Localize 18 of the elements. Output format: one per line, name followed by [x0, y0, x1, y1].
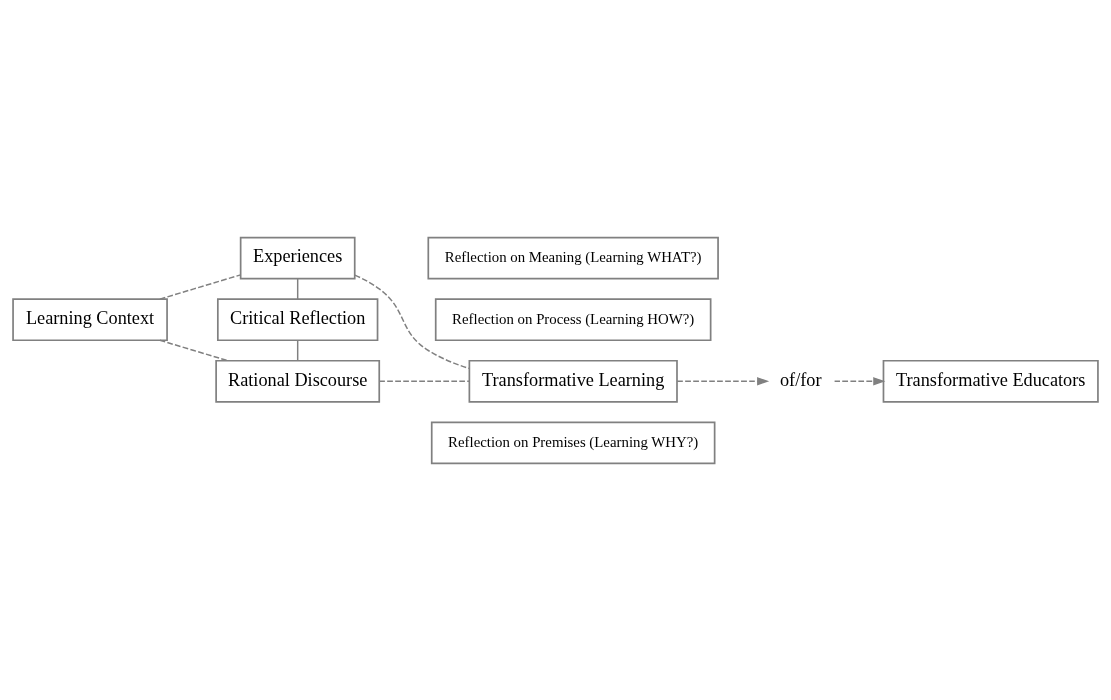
- connector: [296, 277, 299, 300]
- arrow: [676, 376, 770, 386]
- node-box: Reflection on Process (Learning HOW?): [434, 297, 712, 341]
- arrow: [833, 376, 886, 386]
- node-box: Critical Reflection: [216, 297, 379, 341]
- connector: [354, 273, 471, 369]
- node-box: Learning Context: [12, 297, 168, 341]
- node-box: Reflection on Meaning (Learning WHAT?): [427, 236, 719, 279]
- node-text: of/for: [779, 369, 822, 390]
- node-box: Experiences: [239, 236, 356, 279]
- node-box: Transformative Learning: [468, 359, 678, 403]
- connector: [296, 339, 299, 361]
- node-box: Rational Discourse: [215, 359, 381, 403]
- connector: [159, 339, 229, 361]
- connector: [159, 273, 242, 300]
- connector: [378, 380, 470, 382]
- node-box: Transformative Educators: [882, 359, 1099, 403]
- node-box: Reflection on Premises (Learning WHY?): [430, 421, 716, 464]
